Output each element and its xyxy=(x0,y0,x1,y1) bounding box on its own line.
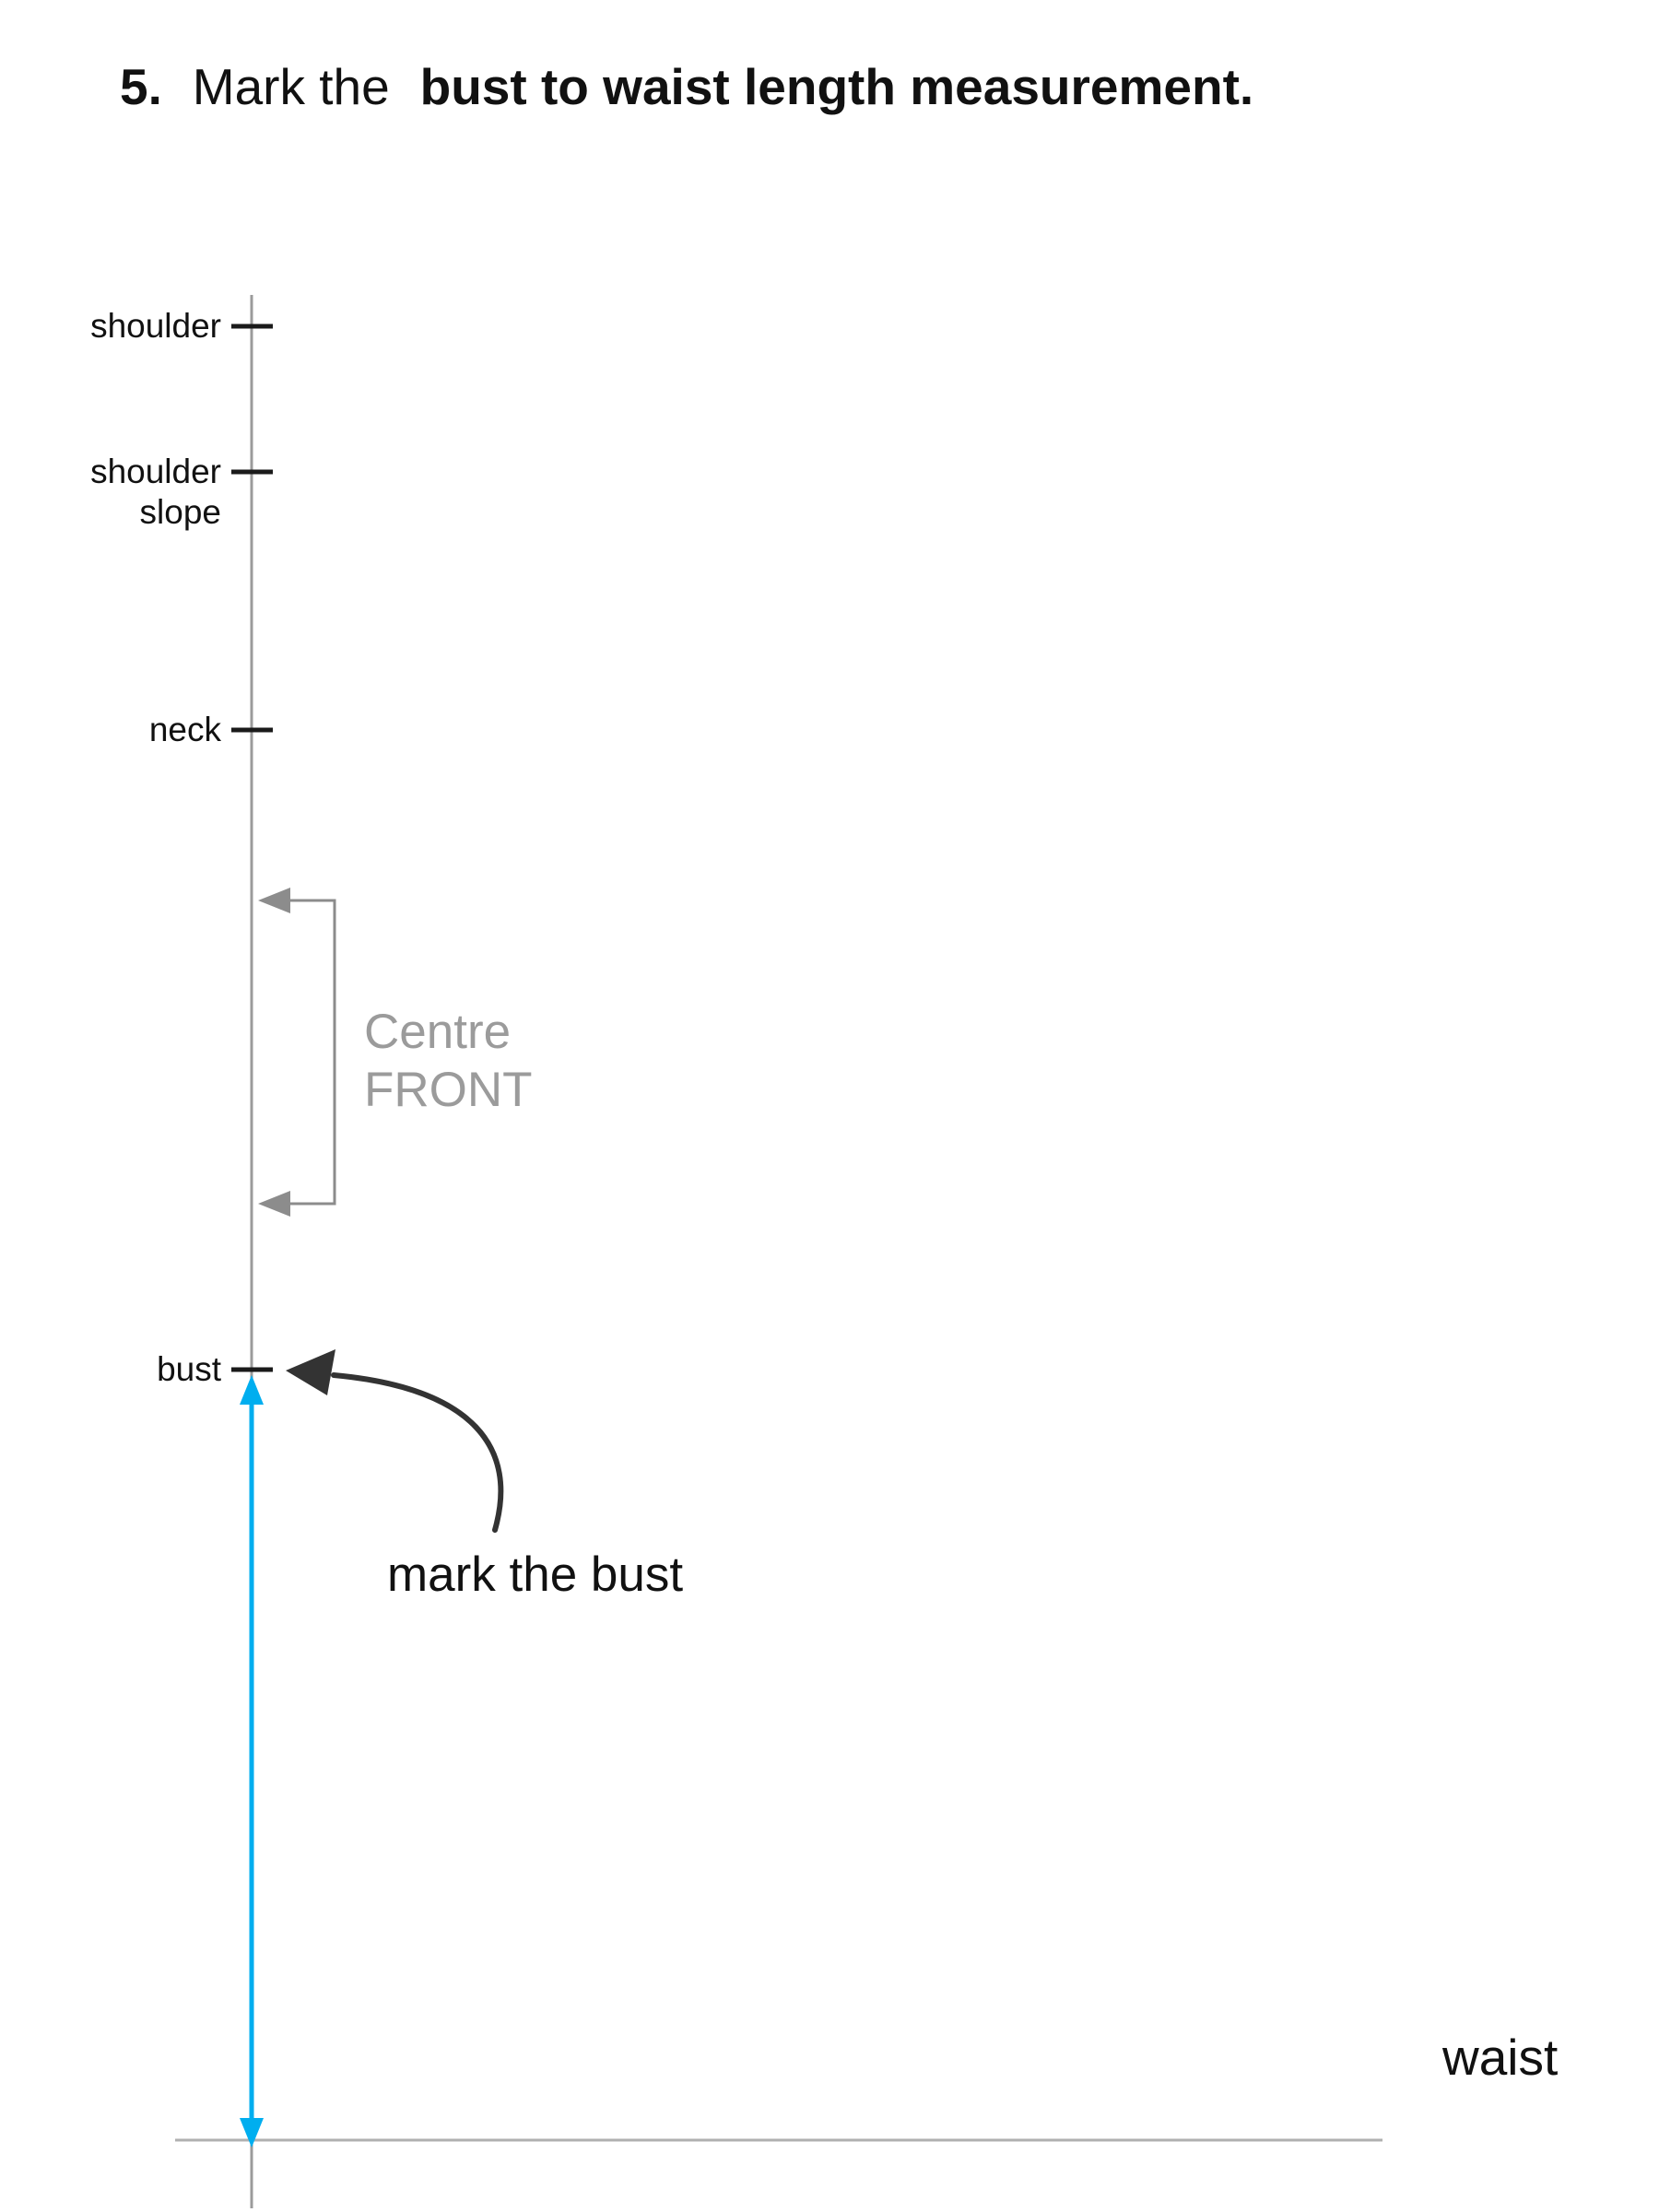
label-shoulder: shoulder xyxy=(90,307,221,345)
label-shoulder-slope-line1: shoulder xyxy=(90,453,221,490)
centre-front-label: Centre FRONT xyxy=(364,1003,533,1119)
step-title: 5. Mark the bust to waist length measure… xyxy=(120,57,1253,116)
centre-front-label-line2: FRONT xyxy=(364,1063,533,1117)
label-shoulder-slope: shoulder slope xyxy=(0,452,221,533)
mark-bust-arrow xyxy=(331,1372,504,1533)
step-title-bold-text: bust to waist length measurement. xyxy=(419,58,1254,115)
label-bust: bust xyxy=(157,1350,221,1388)
measure-arrowhead-bottom xyxy=(240,2118,264,2147)
bracket-arrowhead-top xyxy=(258,888,290,913)
step-title-regular-text: Mark the xyxy=(192,58,390,115)
step-number: 5. xyxy=(120,58,162,115)
centre-front-bracket xyxy=(288,899,336,1206)
centre-front-label-line1: Centre xyxy=(364,1005,512,1059)
bracket-arrowhead-bottom xyxy=(258,1191,290,1217)
label-neck: neck xyxy=(148,711,221,748)
measure-arrowhead-top xyxy=(240,1375,264,1405)
mark-bust-label: mark the bust xyxy=(387,1547,684,1602)
mark-bust-arrowhead xyxy=(286,1349,335,1395)
label-shoulder-slope-line2: slope xyxy=(139,493,221,531)
label-waist: waist xyxy=(1442,2029,1559,2086)
